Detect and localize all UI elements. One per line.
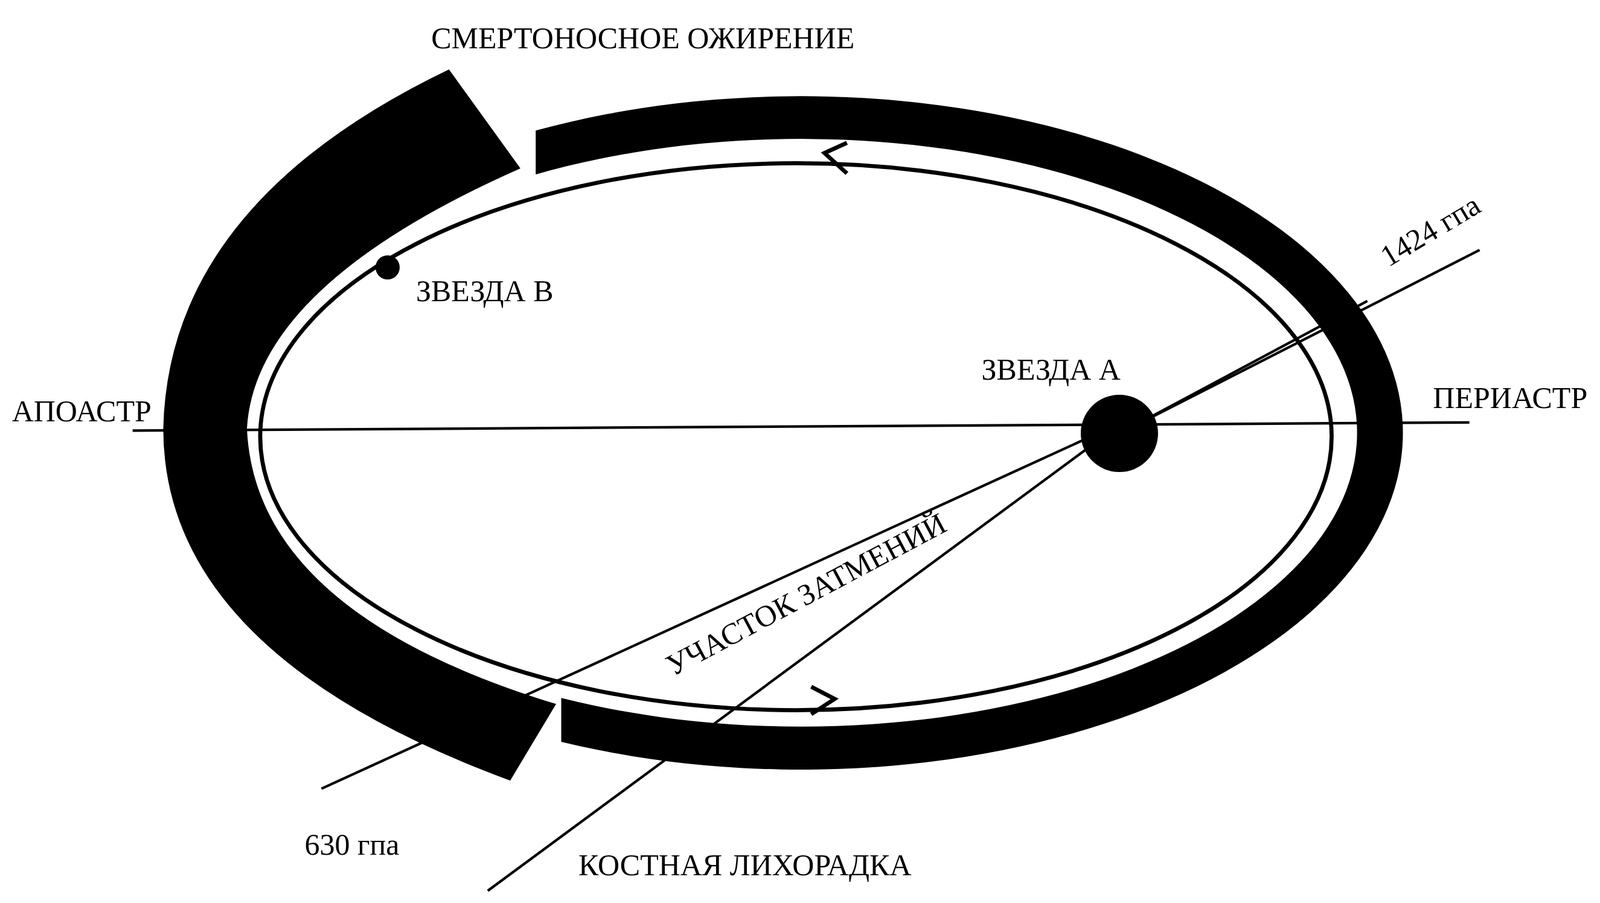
pressure-label: 630 гпа: [301, 827, 404, 863]
band-label: КОСТНАЯ ЛИХОРАДКА: [574, 847, 916, 884]
apsis-label: АПОАСТР: [8, 393, 156, 430]
star-a: ЗВЕЗДА А: [1080, 394, 1159, 473]
orbit: [260, 163, 1332, 711]
band-label: СМЕРТОНОСНОЕ ОЖИРЕНИЕ: [427, 19, 858, 56]
apsis-label: ПЕРИАСТР: [1429, 380, 1591, 416]
star-label: ЗВЕЗДА А: [978, 351, 1125, 388]
band-thin: [535, 96, 1403, 770]
sector-label: УЧАСТОК ЗАТМЕНИЙ: [656, 504, 956, 686]
leader-line: [1119, 301, 1368, 435]
band-thick: [163, 69, 557, 781]
leader-line: [1119, 249, 1480, 434]
eclipse-line: [487, 449, 1087, 892]
orbit-arrow: [824, 143, 848, 174]
star-b: ЗВЕЗДА В: [375, 255, 401, 281]
star-label: ЗВЕЗДА В: [412, 272, 558, 309]
orbit-arrow: [811, 687, 836, 715]
pressure-label: 1424 гпа: [1371, 185, 1491, 276]
apsidal-line: [132, 422, 1470, 432]
eclipse-line: [321, 440, 1082, 789]
